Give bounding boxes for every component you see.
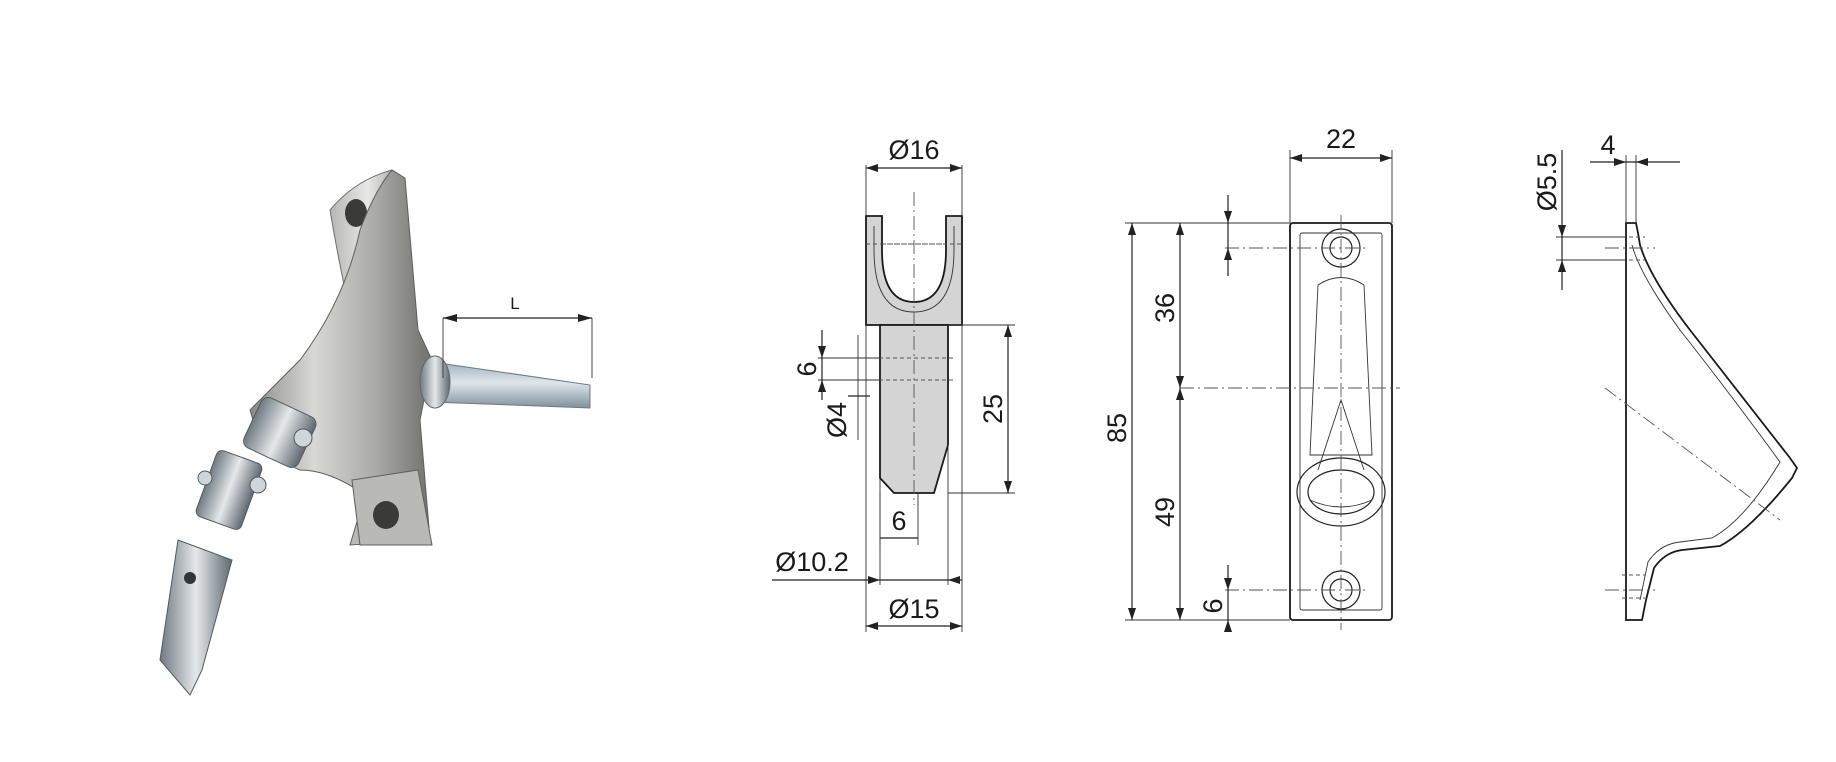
dim-h6-bottom: 6 (1198, 598, 1228, 613)
dim-h49: 49 (1150, 497, 1180, 527)
pin-section-view: Ø16 6 Ø4 25 6 Ø10.2 (772, 135, 1015, 632)
dim-d4: Ø4 (822, 402, 852, 438)
mounting-hole-top (345, 199, 367, 227)
bracket-front-view: 22 85 36 49 6 (1102, 124, 1400, 632)
dim-L: L (510, 294, 519, 313)
universal-joint (195, 396, 317, 530)
product-photo: L (159, 169, 593, 696)
bracket-side-view: 4 Ø5.5 (1532, 130, 1799, 621)
dim-d16: Ø16 (888, 135, 939, 165)
mounting-hole-bottom (373, 501, 399, 529)
dimension-L: L (442, 294, 593, 378)
dim-w22: 22 (1326, 124, 1356, 154)
dim-d5-5: Ø5.5 (1532, 153, 1562, 212)
dim-d10-2: Ø10.2 (775, 547, 849, 577)
spike-pin (159, 539, 233, 696)
side-profile (1625, 222, 1799, 621)
rod-boss (419, 355, 451, 409)
dim-w4: 4 (1600, 130, 1615, 160)
dim-tip-6: 6 (891, 506, 906, 536)
pin-hole (184, 572, 196, 584)
dim-slot-6: 6 (792, 361, 822, 376)
square-rod (431, 361, 591, 409)
dim-h25: 25 (978, 394, 1008, 424)
dim-h36: 36 (1150, 293, 1180, 323)
dim-d15: Ø15 (888, 594, 939, 624)
dim-h85: 85 (1102, 413, 1132, 443)
